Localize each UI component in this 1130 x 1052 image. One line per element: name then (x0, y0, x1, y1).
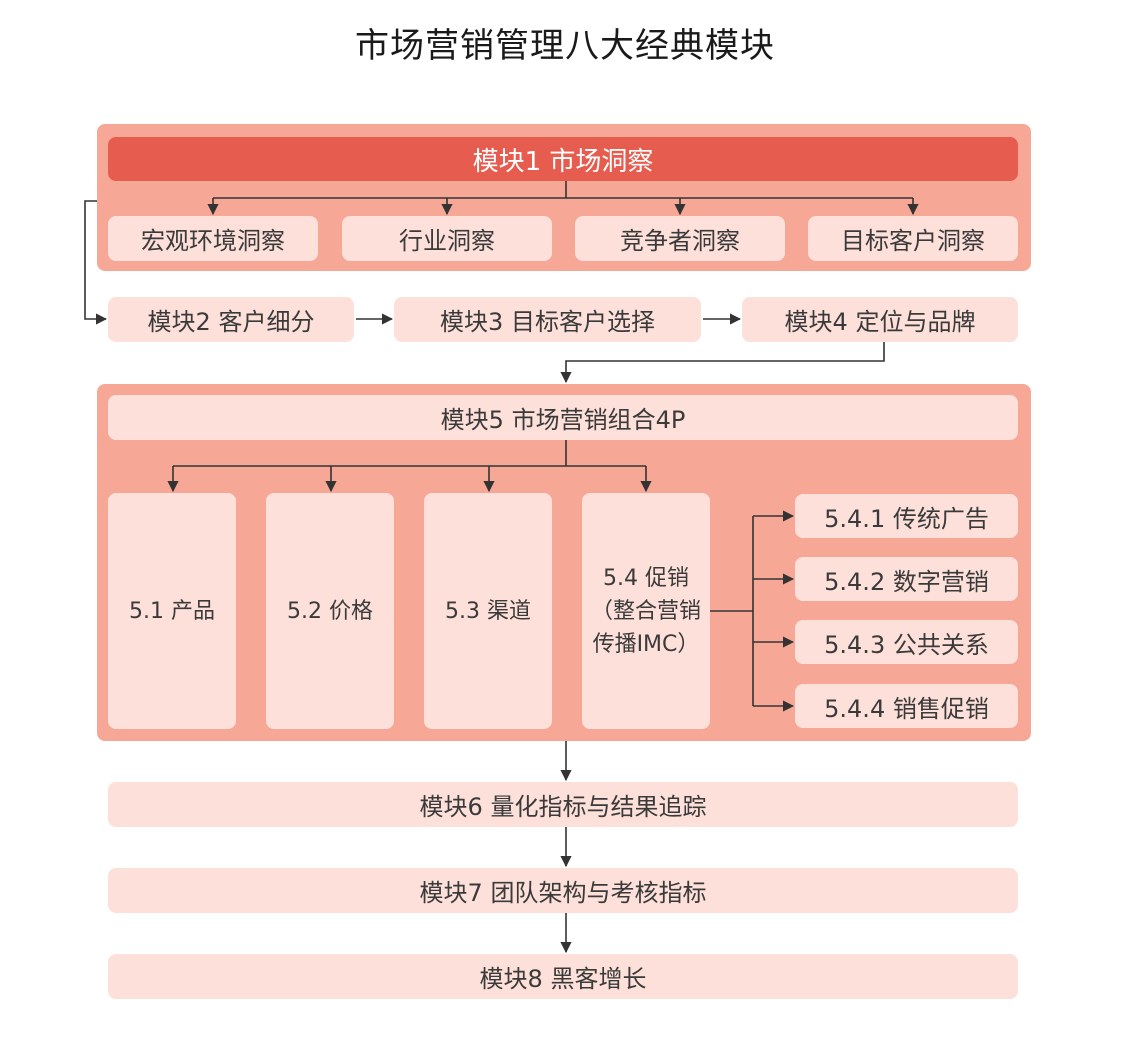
module5-item-channel: 5.3 渠道 (424, 493, 552, 729)
m4-to-m5 (560, 342, 885, 384)
module5-item-price: 5.2 价格 (266, 493, 394, 729)
module5-item-product: 5.1 产品 (108, 493, 236, 729)
m1-to-m2 (84, 200, 108, 325)
module5-sub-sales: 5.4.4 销售促销 (795, 684, 1018, 728)
module5-item-promotion: 5.4 促销 （整合营销 传播IMC） (582, 493, 710, 729)
module5-sub-ads: 5.4.1 传统广告 (795, 494, 1018, 538)
module5-header: 模块5 市场营销组合4P (108, 395, 1018, 440)
module2-box: 模块2 客户细分 (108, 297, 354, 342)
module5-sub-digital: 5.4.2 数字营销 (795, 557, 1018, 601)
module4-box: 模块4 定位与品牌 (742, 297, 1018, 342)
module5-item-promotion-label: 5.4 促销 （整合营销 传播IMC） (590, 565, 701, 657)
module5-sub-pr: 5.4.3 公共关系 (795, 620, 1018, 664)
module5-item-product-label: 5.1 产品 (129, 598, 215, 624)
module1-item-industry: 行业洞察 (342, 216, 552, 261)
module3-box: 模块3 目标客户选择 (394, 297, 701, 342)
module5-item-channel-label: 5.3 渠道 (445, 598, 531, 624)
module1-item-macro: 宏观环境洞察 (108, 216, 318, 261)
page-title: 市场营销管理八大经典模块 (355, 26, 775, 66)
module1-item-customer: 目标客户洞察 (808, 216, 1018, 261)
module6-box: 模块6 量化指标与结果追踪 (108, 782, 1018, 827)
module5-item-price-label: 5.2 价格 (287, 598, 373, 624)
module7-box: 模块7 团队架构与考核指标 (108, 868, 1018, 913)
module8-box: 模块8 黑客增长 (108, 954, 1018, 999)
module1-item-competitor: 竞争者洞察 (575, 216, 785, 261)
module1-header: 模块1 市场洞察 (108, 137, 1018, 181)
